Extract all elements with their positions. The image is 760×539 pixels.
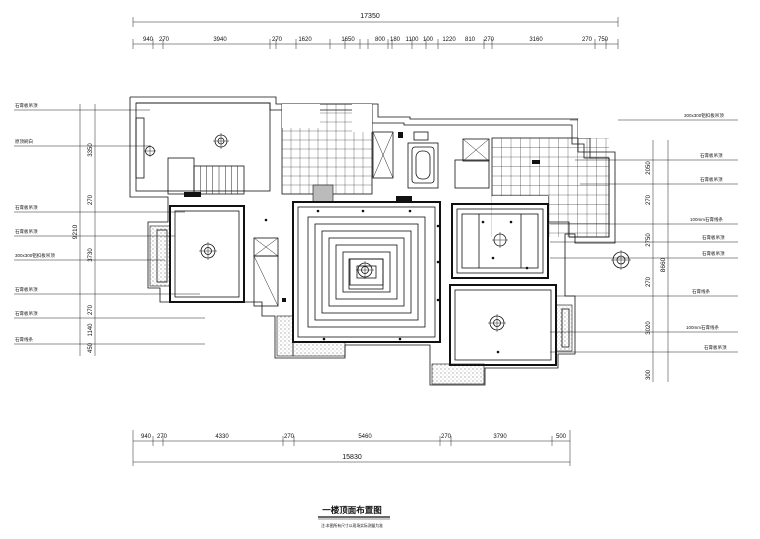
room-living-ceiling	[264, 201, 529, 357]
dim-bottom-3: 4330	[215, 434, 229, 440]
dim-top-15: 270	[582, 37, 593, 43]
left-label-2: 原顶刷白	[15, 138, 33, 145]
ceiling-step-line	[328, 237, 405, 307]
left-label-1: 石膏板吊顶	[15, 102, 38, 109]
left-label-3: 石膏板吊顶	[15, 204, 38, 211]
downlight-icon	[436, 224, 440, 228]
right-label-2: 石膏板吊顶	[700, 152, 723, 159]
right-label-8: 100mm石膏线条	[686, 324, 720, 331]
room-stair-hall	[135, 102, 271, 197]
dim-left-6: 450	[88, 342, 94, 353]
dim-top-9: 1100	[406, 37, 420, 43]
left-label-5: 300x300铝扣板吊顶	[15, 252, 55, 259]
top-dimension-chain: 17350 940 270 3940 270 1620 1650 800 180…	[132, 13, 619, 49]
left-label-6: 石膏板吊顶	[15, 286, 38, 293]
dim-bottom-6: 270	[441, 434, 452, 440]
downlight-icon	[436, 260, 440, 264]
dim-left-3: 3730	[88, 248, 94, 262]
left-label-8: 石膏线条	[15, 336, 33, 343]
downlight-icon	[264, 218, 268, 222]
right-label-1: 300x300铝扣板吊顶	[684, 112, 724, 119]
dim-right-2: 270	[646, 194, 652, 205]
left-label-4: 石膏板吊顶	[15, 228, 38, 235]
dim-top-14: 3160	[529, 37, 543, 43]
downlight-icon	[509, 220, 513, 224]
dim-right-4: 270	[646, 276, 652, 287]
dim-top-4: 270	[272, 37, 283, 43]
dim-top-2: 270	[159, 37, 170, 43]
dim-left-1: 3350	[88, 143, 94, 157]
top-total-dimension: 17350	[360, 13, 380, 20]
drawing-title: 一楼顶面布置图	[322, 505, 382, 515]
downlight-icon	[496, 350, 500, 354]
downlight-icon	[316, 209, 320, 213]
room-kitchen-tile-grid	[281, 103, 403, 203]
right-total-dimension: 8660	[660, 257, 667, 272]
bottom-dimension-chain: 940 270 4330 270 5460 270 3790 500 15830	[132, 430, 571, 466]
room-bathroom	[396, 131, 439, 201]
dim-top-13: 270	[484, 37, 495, 43]
left-label-7: 石膏板吊顶	[15, 310, 38, 317]
left-leader-labels: 石膏板吊顶 原顶刷白 石膏板吊顶 石膏板吊顶 300x300铝扣板吊顶 石膏板吊…	[14, 102, 205, 345]
dim-bottom-1: 940	[141, 434, 152, 440]
dim-bottom-4: 270	[284, 434, 295, 440]
dim-top-16: 750	[598, 37, 609, 43]
ceiling-step-line	[335, 244, 398, 300]
tile-mask	[578, 119, 618, 138]
dim-bottom-7: 3790	[493, 434, 507, 440]
dim-left-2: 270	[88, 194, 94, 205]
right-dimension-chain: 8660 2050 270 2750 270 3020 300	[646, 140, 669, 382]
dim-top-11: 1220	[442, 37, 456, 43]
dim-right-5: 3020	[646, 321, 652, 335]
dim-right-6: 300	[646, 369, 652, 380]
dim-bottom-2: 270	[157, 434, 168, 440]
dim-top-10: 100	[423, 37, 434, 43]
right-leader-labels: 300x300铝扣板吊顶 石膏板吊顶 石膏板吊顶 100mm石膏线条 石膏板吊顶…	[550, 112, 738, 353]
tile-mask	[492, 196, 548, 237]
dim-top-6: 1650	[341, 37, 355, 43]
room-right-bedroom	[431, 284, 573, 385]
dim-left-4: 270	[88, 304, 94, 315]
ceiling-step-line	[314, 223, 419, 321]
ceiling-step-line	[321, 230, 412, 314]
title-block: 一楼顶面布置图 注:本图所有尺寸以现场实际测量为准	[318, 505, 390, 528]
ceiling-step-line	[356, 265, 377, 279]
bottom-total-dimension: 15830	[342, 454, 362, 461]
room-right-dining	[451, 203, 631, 279]
ceiling-step-line	[307, 216, 426, 328]
downlight-icon	[408, 209, 412, 213]
downlight-icon	[322, 337, 326, 341]
dim-bottom-8: 500	[556, 434, 567, 440]
dim-right-1: 2050	[646, 161, 652, 175]
dim-bottom-5: 5460	[358, 434, 372, 440]
downlight-icon	[361, 209, 365, 213]
right-label-5: 石膏板吊顶	[702, 234, 725, 241]
dim-top-8: 180	[390, 37, 401, 43]
dim-top-7: 800	[375, 37, 386, 43]
right-label-3: 石膏板吊顶	[700, 176, 723, 183]
downlight-icon	[481, 220, 485, 224]
right-label-7: 石膏线条	[692, 288, 710, 295]
dim-top-3: 3940	[213, 37, 227, 43]
ceiling-step-line	[342, 251, 391, 293]
dim-right-3: 2750	[646, 233, 652, 247]
right-label-4: 100mm石膏线条	[690, 216, 724, 223]
dim-top-5: 1620	[298, 37, 312, 43]
dim-top-12: 810	[465, 37, 476, 43]
downlight-icon	[436, 298, 440, 302]
room-left-bedroom	[149, 205, 286, 307]
dim-left-5: 1140	[88, 323, 94, 337]
right-label-9: 石膏板吊顶	[704, 344, 727, 351]
left-total-dimension: 9210	[72, 224, 79, 239]
drawing-subtitle: 注:本图所有尺寸以现场实际测量为准	[321, 523, 383, 528]
right-label-6: 石膏板吊顶	[702, 250, 725, 257]
downlight-icon	[491, 256, 495, 260]
room-right-tile-grid	[454, 119, 618, 238]
downlight-icon	[398, 337, 402, 341]
dim-top-1: 940	[143, 37, 154, 43]
